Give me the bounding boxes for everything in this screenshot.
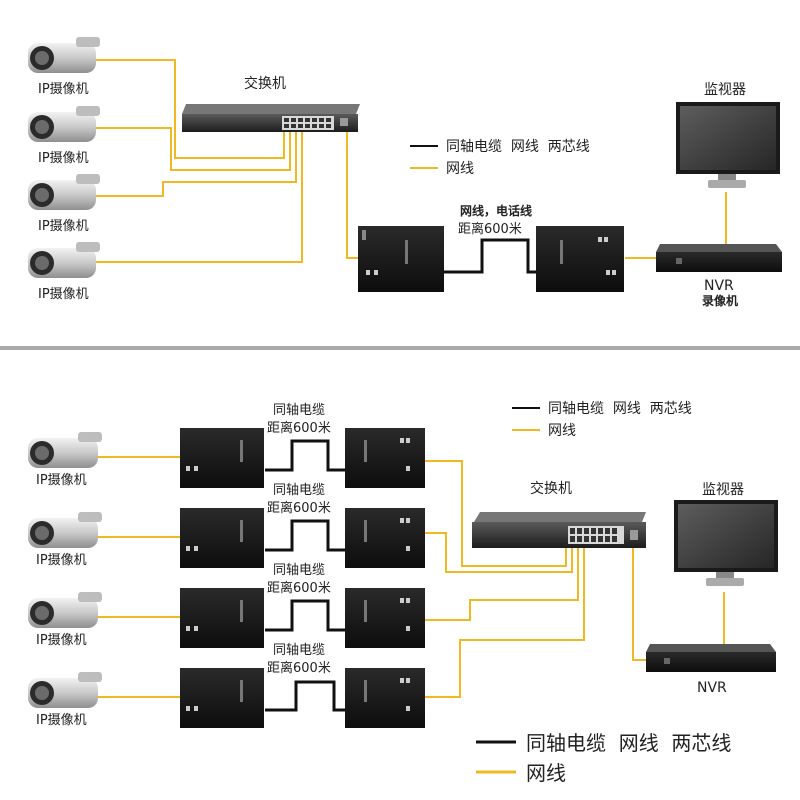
camera-label: IP摄像机	[36, 713, 87, 728]
top-camera-3: IP摄像机	[28, 174, 100, 234]
monitor-icon	[674, 500, 778, 586]
camera-icon	[28, 242, 100, 278]
receiver-icon	[345, 588, 425, 648]
top-camera-4: IP摄像机	[28, 242, 100, 302]
transmitter-icon	[180, 508, 264, 568]
camera-label: IP摄像机	[38, 287, 89, 302]
legend-coax-label: 同轴电缆 网线 两芯线	[526, 731, 731, 755]
camera-label: IP摄像机	[38, 151, 89, 166]
bottom-monitor-label: 监视器	[702, 482, 744, 498]
top-section: IP摄像机 IP摄像机 IP摄像机 IP摄像机	[28, 37, 782, 308]
transmitter-icon	[358, 226, 444, 292]
bottom-coax-links	[265, 439, 346, 712]
transmitter-icon	[180, 588, 264, 648]
switch-icon	[182, 104, 360, 132]
camera-label: IP摄像机	[38, 219, 89, 234]
camera-icon	[28, 672, 102, 708]
camera-label: IP摄像机	[36, 553, 87, 568]
top-camera-1: IP摄像机	[28, 37, 100, 97]
bottom-link-label: 同轴电缆	[273, 482, 325, 498]
bottom-extender-row-1: 同轴电缆 距离600米	[180, 402, 425, 488]
bottom-link-distance: 距离600米	[267, 660, 331, 676]
transmitter-icon	[180, 428, 264, 488]
legend-coax-label: 同轴电缆 网线 两芯线	[446, 139, 590, 155]
camera-icon	[28, 174, 100, 210]
bottom-extender-row-2: 同轴电缆 距离600米	[180, 482, 425, 568]
receiver-icon	[345, 428, 425, 488]
bottom-camera-2: IP摄像机	[28, 512, 102, 568]
top-link-distance: 距离600米	[458, 221, 522, 237]
camera-label: IP摄像机	[36, 633, 87, 648]
bottom-legend-small: 同轴电缆 网线 两芯线 网线	[512, 401, 692, 439]
nvr-icon	[656, 244, 782, 272]
bottom-camera-3: IP摄像机	[28, 592, 102, 648]
bottom-nvr-label: NVR	[697, 680, 727, 696]
bottom-link-label: 同轴电缆	[273, 402, 325, 418]
top-link-label: 网线，电话线	[460, 203, 532, 218]
top-switch-label: 交换机	[244, 75, 286, 92]
camera-icon	[28, 37, 100, 73]
camera-icon	[28, 432, 102, 468]
top-nvr-sublabel: 录像机	[702, 293, 738, 308]
receiver-icon	[345, 508, 425, 568]
bottom-link-label: 同轴电缆	[273, 642, 325, 658]
bottom-extender-row-3: 同轴电缆 距离600米	[180, 562, 425, 648]
top-network-cables	[95, 59, 727, 263]
camera-label: IP摄像机	[36, 473, 87, 488]
legend-net-label: 网线	[526, 761, 566, 785]
bottom-link-distance: 距离600米	[267, 580, 331, 596]
bottom-link-distance: 距离600米	[267, 500, 331, 516]
top-coax-link	[443, 238, 537, 274]
camera-icon	[28, 512, 102, 548]
camera-icon	[28, 106, 100, 142]
bottom-camera-4: IP摄像机	[28, 672, 102, 728]
bottom-link-distance: 距离600米	[267, 420, 331, 436]
bottom-camera-1: IP摄像机	[28, 432, 102, 488]
bottom-switch-label: 交换机	[530, 480, 572, 497]
legend-net-label: 网线	[548, 423, 576, 439]
top-camera-2: IP摄像机	[28, 106, 100, 166]
nvr-icon	[646, 644, 776, 672]
bottom-link-label: 同轴电缆	[273, 562, 325, 578]
top-nvr-label: NVR	[704, 278, 734, 294]
receiver-icon	[345, 668, 425, 728]
transmitter-icon	[180, 668, 264, 728]
camera-label: IP摄像机	[38, 82, 89, 97]
legend-net-label: 网线	[446, 161, 474, 177]
legend-coax-label: 同轴电缆 网线 两芯线	[548, 401, 692, 417]
camera-icon	[28, 592, 102, 628]
bottom-legend-large: 同轴电缆 网线 两芯线 网线	[476, 731, 731, 785]
bottom-extender-row-4: 同轴电缆 距离600米	[180, 642, 425, 728]
section-divider	[0, 346, 800, 350]
bottom-section: IP摄像机 IP摄像机 IP摄像机 IP摄像机	[28, 401, 778, 785]
bottom-network-cables	[96, 456, 725, 698]
monitor-icon	[676, 102, 780, 188]
top-monitor-label: 监视器	[704, 82, 746, 98]
receiver-icon	[536, 226, 624, 292]
top-legend: 同轴电缆 网线 两芯线 网线	[410, 139, 590, 177]
switch-icon	[472, 512, 646, 548]
